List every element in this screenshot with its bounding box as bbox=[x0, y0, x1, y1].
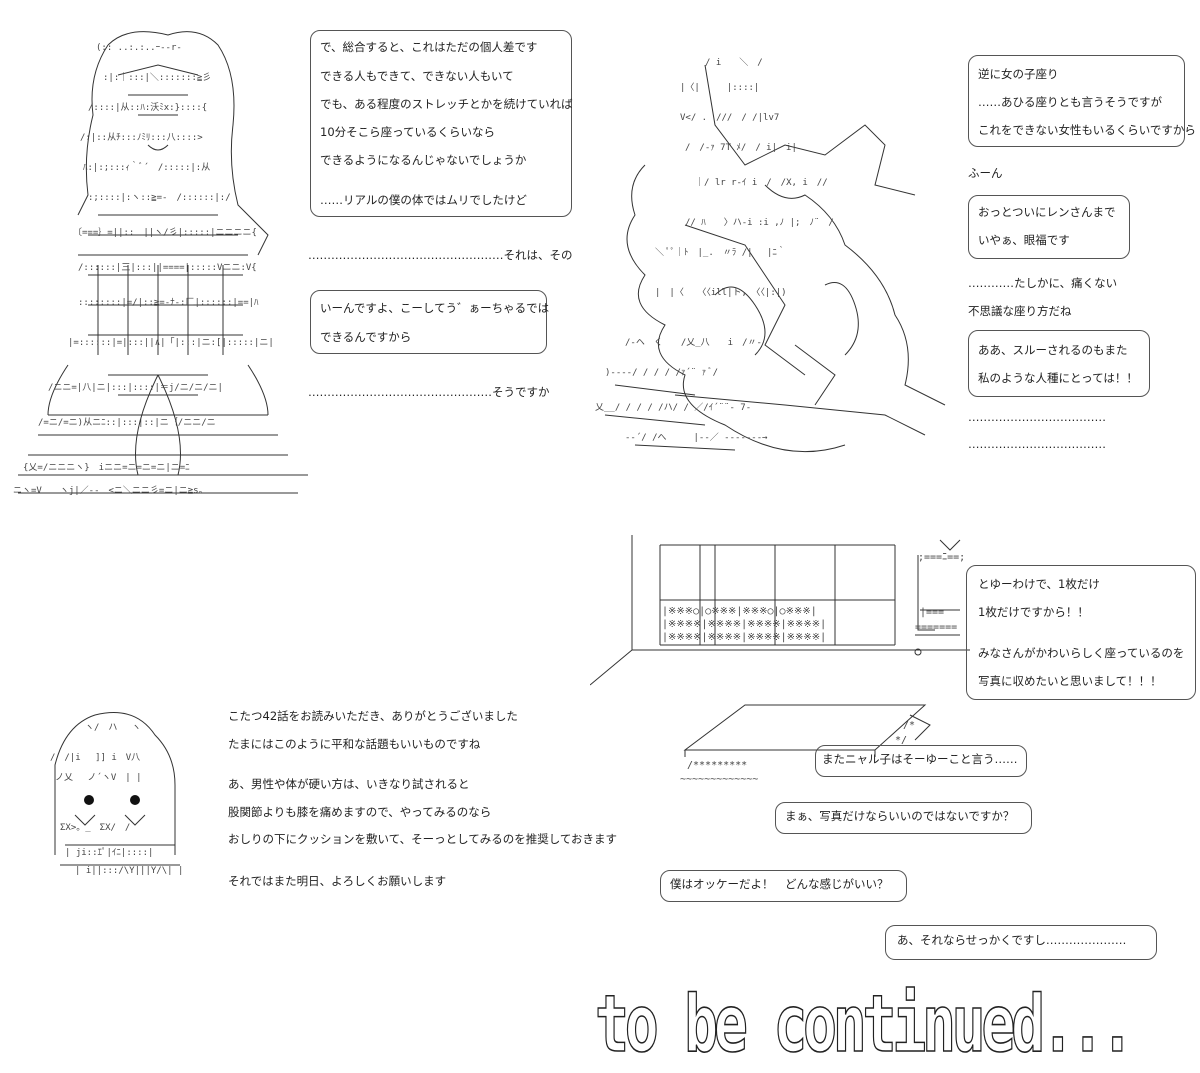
svg-text:V</ . /// / /|lv7: V</ . /// / /|lv7 bbox=[680, 113, 779, 123]
svg-text:/*********: /********* bbox=[687, 760, 747, 771]
bubble-1-line-2: できる人もできて、できない人もいて bbox=[320, 69, 514, 83]
speech-bubble-7 bbox=[815, 745, 1027, 777]
bubble-3-line-3: これをできない女性もいるくらいですから bbox=[978, 123, 1196, 137]
speech-bubble-10 bbox=[885, 925, 1157, 960]
room-scene-art: |※※※○|○※※※|※※※○|○※※※| |※※※※|※※※※|※※※※|※※… bbox=[590, 535, 970, 686]
speech-bubble-3 bbox=[968, 55, 1185, 147]
svg-text:;===ﾆ==;: ;===ﾆ==; bbox=[918, 552, 965, 563]
girl-figure-art: (:: ..:.:..ｰ-‐r‐ :|:｜:::|＼:::::::≧彡 /:::… bbox=[13, 31, 308, 496]
svg-text:ΣX>。_ ΣX/ /: ΣX>。_ ΣX/ / bbox=[60, 823, 130, 833]
dialogue-line-7: ……………………………… bbox=[968, 437, 1106, 451]
svg-text:ヽ/ ハ ヽ: ヽ/ ハ ヽ bbox=[85, 723, 141, 733]
svg-text:~~~~~~~~~~~~~: ~~~~~~~~~~~~~ bbox=[680, 774, 758, 785]
svg-text:/ /‐ｧ 7T ﾒ/ / i| i|: / /‐ｧ 7T ﾒ/ / i| i| bbox=[685, 143, 797, 153]
svg-text:/:|::从ﾁ:::ﾉﾐﾘ:::八::::>: /:|::从ﾁ:::ﾉﾐﾘ:::八::::> bbox=[80, 132, 203, 143]
afterword-line-6: おしりの下にクッションを敷いて、そーっとしてみるのを推奨しておきます bbox=[228, 832, 618, 846]
mascot-eye-left bbox=[84, 795, 94, 805]
bubble-6-line-4: みなさんがかわいらしく座っているのを bbox=[978, 646, 1185, 660]
svg-text:| ji::ｴﾟ|ｲﾆ|::::|: | ji::ｴﾟ|ｲﾆ|::::| bbox=[65, 847, 153, 858]
svg-text:乂__/ / / / /ハ/ / ／/ｲ´¨¨‐ 7‐: 乂__/ / / / /ハ/ / ／/ｲ´¨¨‐ 7‐ bbox=[595, 402, 751, 413]
svg-text:/::::|从::ﾊ:沃ﾐx:}::::{: /::::|从::ﾊ:沃ﾐx:}::::{ bbox=[88, 102, 207, 113]
svg-text:/ニニ=|八|ニ|:::|::::|＝j/ニ/ニ/ニ|: /ニニ=|八|ニ|:::|::::|＝j/ニ/ニ/ニ| bbox=[48, 383, 223, 393]
bubble-1-line-5: できるようになるんじゃないでしょうか bbox=[320, 153, 527, 167]
svg-text:*/: */ bbox=[895, 735, 907, 746]
svg-text:| |〈 〈〈ill|ト, 〈〈|:|): | |〈 〈〈ill|ト, 〈〈|:|) bbox=[655, 287, 787, 298]
table-scene-art: /* */ /********* ~~~~~~~~~~~~~ bbox=[680, 704, 931, 785]
afterword-line-8: それではまた明日、よろしくお願いします bbox=[228, 874, 447, 888]
svg-text:/=ニ/=ニ)从ニﾆ::|:::|::|ニ｛/ニニ/ニ: /=ニ/=ニ)从ニﾆ::|:::|::|ニ｛/ニニ/ニ bbox=[38, 417, 216, 428]
dialogue-line-1: ……………………………………………それは、その bbox=[308, 248, 573, 262]
mascot-eye-right bbox=[130, 795, 140, 805]
svg-text:| i||:::/\Y|||Y/\| |: | i||:::/\Y|||Y/\| | bbox=[75, 866, 192, 876]
bubble-2-line-1: いーんですよ、こーしてう゛ぁーちゃるでは bbox=[320, 301, 550, 315]
svg-text:｜/ lr r‐ｲ i / /X, i //: ｜/ lr r‐ｲ i / /X, i // bbox=[695, 177, 828, 188]
bubble-5-line-1: ああ、スルーされるのもまた bbox=[978, 343, 1128, 357]
svg-text:(:: ..:.:..ｰ-‐r‐: (:: ..:.:..ｰ-‐r‐ bbox=[96, 43, 182, 53]
svg-text:/ /|i ]] i V八: / /|i ]] i V八 bbox=[50, 753, 140, 763]
svg-text:|※※※○|○※※※|※※※○|○※※※|: |※※※○|○※※※|※※※○|○※※※| bbox=[662, 606, 817, 617]
svg-text:|=::::::|=|:::||∧|「|:::|ニ:[|::: |=::::::|=|:::||∧|「|:::|ニ:[|:::::|ニ| bbox=[68, 337, 274, 348]
bubble-4-line-1: おっとついにレンさんまで bbox=[978, 205, 1116, 219]
bubble-5-line-2: 私のような人種にとっては！！ bbox=[978, 371, 1138, 385]
speech-bubble-8 bbox=[775, 802, 1032, 834]
svg-text:::::::::|=/|::≧=-ﾅ-:匚|::::::|=: ::::::::|=/|::≧=-ﾅ-:匚|::::::|==|ﾊ bbox=[78, 297, 259, 308]
dialogue-line-5: 不思議な座り方だね bbox=[968, 304, 1072, 318]
afterword-line-4: あ、男性や体が硬い方は、いきなり試されると bbox=[228, 777, 470, 791]
svg-text:ニヽ=V ヽj|／‐‐ <ニ＼ニニ彡=ニ|ニ≧s。: ニヽ=V ヽj|／‐‐ <ニ＼ニニ彡=ニ|ニ≧s。 bbox=[13, 485, 208, 496]
bubble-9-line-1: 僕はオッケーだよ！ どんな感じがいい？ bbox=[670, 877, 889, 891]
svg-text:|※※※※|※※※※|※※※※|※※※※|: |※※※※|※※※※|※※※※|※※※※| bbox=[662, 632, 826, 643]
svg-text:|※※※※|※※※※|※※※※|※※※※|: |※※※※|※※※※|※※※※|※※※※| bbox=[662, 619, 826, 630]
bubble-2-line-2: できるんですから bbox=[320, 330, 412, 344]
svg-text:// ﾊ 〉ハ-i :i ,ﾉ |; ﾉ¨ /: // ﾊ 〉ハ-i :i ,ﾉ |; ﾉ¨ / bbox=[685, 217, 834, 228]
svg-text::;::::|:ヽ::≧=- /::::::|:/: :;::::|:ヽ::≧=- /::::::|:/ bbox=[88, 193, 231, 203]
sitting-girls-art: / i ＼ / |〈| |::::| V</ . /// / /|lv7 / /… bbox=[595, 57, 946, 453]
svg-text:{乂=/ニニニヽ} iニニ=ニ=ニ=ニ|ニ=ﾆ: {乂=/ニニニヽ} iニニ=ニ=ニ=ニ|ニ=ﾆ bbox=[23, 463, 190, 473]
dialogue-line-2: …………………………………………そうですか bbox=[308, 385, 550, 399]
afterword-line-2: たまにはこのように平和な話題もいいものですね bbox=[228, 737, 481, 751]
speech-bubble-6 bbox=[966, 565, 1196, 700]
speech-bubble-5 bbox=[968, 330, 1150, 397]
mascot-figure-art: ヽ/ ハ ヽ / /|i ]] i V八 ノ乂 ノ´ヽV | | ΣX>。_ Σ… bbox=[50, 712, 192, 876]
bubble-3-line-1: 逆に女の子座り bbox=[978, 67, 1059, 81]
svg-text:/::::::|三|:::||====|:::::Vニニ:V: /::::::|三|:::||====|:::::Vニニ:V{ bbox=[78, 263, 257, 273]
bubble-6-line-1: とゆーわけで、1枚だけ bbox=[978, 577, 1100, 591]
svg-text:ノ乂 ノ´ヽV | |: ノ乂 ノ´ヽV | | bbox=[55, 772, 142, 783]
bubble-1-line-3: でも、ある程度のストレッチとかを続けていれば bbox=[320, 97, 573, 111]
bubble-1-line-1: で、総合すると、これはただの個人差です bbox=[320, 40, 538, 54]
dialogue-line-4: ふーん bbox=[968, 166, 1003, 180]
svg-text:/ i ＼ /: / i ＼ / bbox=[705, 57, 763, 68]
bubble-8-line-1: まぁ、写真だけならいいのではないですか？ bbox=[785, 809, 1015, 823]
afterword-line-5: 股関節よりも膝を痛めますので、やってみるのなら bbox=[228, 805, 492, 819]
speech-bubble-1 bbox=[310, 30, 572, 217]
to-be-continued-banner: to be continued... bbox=[595, 985, 1135, 1060]
svg-text:＼ ﾟﾟ｜ﾄ |_. 〃ﾗ /| |ﾆ｀: ＼ ﾟﾟ｜ﾄ |_. 〃ﾗ /| |ﾆ｀ bbox=[655, 245, 786, 258]
svg-text:=======: ======= bbox=[915, 622, 957, 633]
svg-text:‐‐´/ /へ |‐‐／ ‐‐‐‐‐‐‐→: ‐‐´/ /へ |‐‐／ ‐‐‐‐‐‐‐→ bbox=[625, 432, 768, 443]
svg-text::|:｜:::|＼:::::::≧彡: :|:｜:::|＼:::::::≧彡 bbox=[103, 72, 211, 83]
speech-bubble-9 bbox=[660, 870, 907, 902]
svg-text:/*: /* bbox=[903, 720, 915, 731]
dialogue-line-6: ……………………………… bbox=[968, 410, 1106, 424]
bubble-7-line-1: またニャル子はそーゆーこと言う…… bbox=[822, 752, 1018, 766]
to-be-continued-text: to be continued... bbox=[595, 985, 1130, 1060]
bubble-6-line-5: 写真に収めたいと思いまして！！！ bbox=[978, 674, 1162, 688]
svg-text:|===: |=== bbox=[920, 607, 944, 618]
afterword-line-1: こたつ42話をお読みいただき、ありがとうございました bbox=[228, 709, 518, 723]
dialogue-line-3: …………たしかに、痛くない bbox=[968, 276, 1118, 290]
bubble-4-line-2: いやぁ、眼福です bbox=[978, 233, 1070, 247]
svg-text:〔===｝=||:: ||ヽ/彡|:::::|ニニニニ{: 〔===｝=||:: ||ヽ/彡|:::::|ニニニニ{ bbox=[73, 227, 257, 238]
bubble-3-line-2: ……あひる座りとも言うそうですが bbox=[978, 95, 1162, 109]
bubble-10-line-1: あ、それならせっかくですし………………… bbox=[897, 933, 1127, 947]
svg-text:|〈| |::::|: |〈| |::::| bbox=[680, 82, 759, 93]
bubble-1-line-4: 10分そこら座っているくらいなら bbox=[320, 125, 496, 139]
bubble-6-line-2: 1枚だけですから！！ bbox=[978, 605, 1089, 619]
speech-bubble-2 bbox=[310, 290, 547, 354]
bubble-1-line-7: ……リアルの僕の体ではムリでしたけど bbox=[320, 193, 527, 207]
svg-text:/‐ヘ く /乂_八 i /〃‐: /‐ヘ く /乂_八 i /〃‐ bbox=[625, 338, 762, 348]
svg-text:ﾊ:|:;:::ｨ｀ﾞ´ /:::::|:从: ﾊ:|:;:::ｨ｀ﾞ´ /:::::|:从 bbox=[83, 160, 210, 173]
svg-text:)----/ / / / /ｧ´¨ ｧ ﾞ/: )----/ / / / /ｧ´¨ ｧ ﾞ/ bbox=[605, 367, 718, 378]
speech-bubble-4 bbox=[968, 195, 1130, 259]
